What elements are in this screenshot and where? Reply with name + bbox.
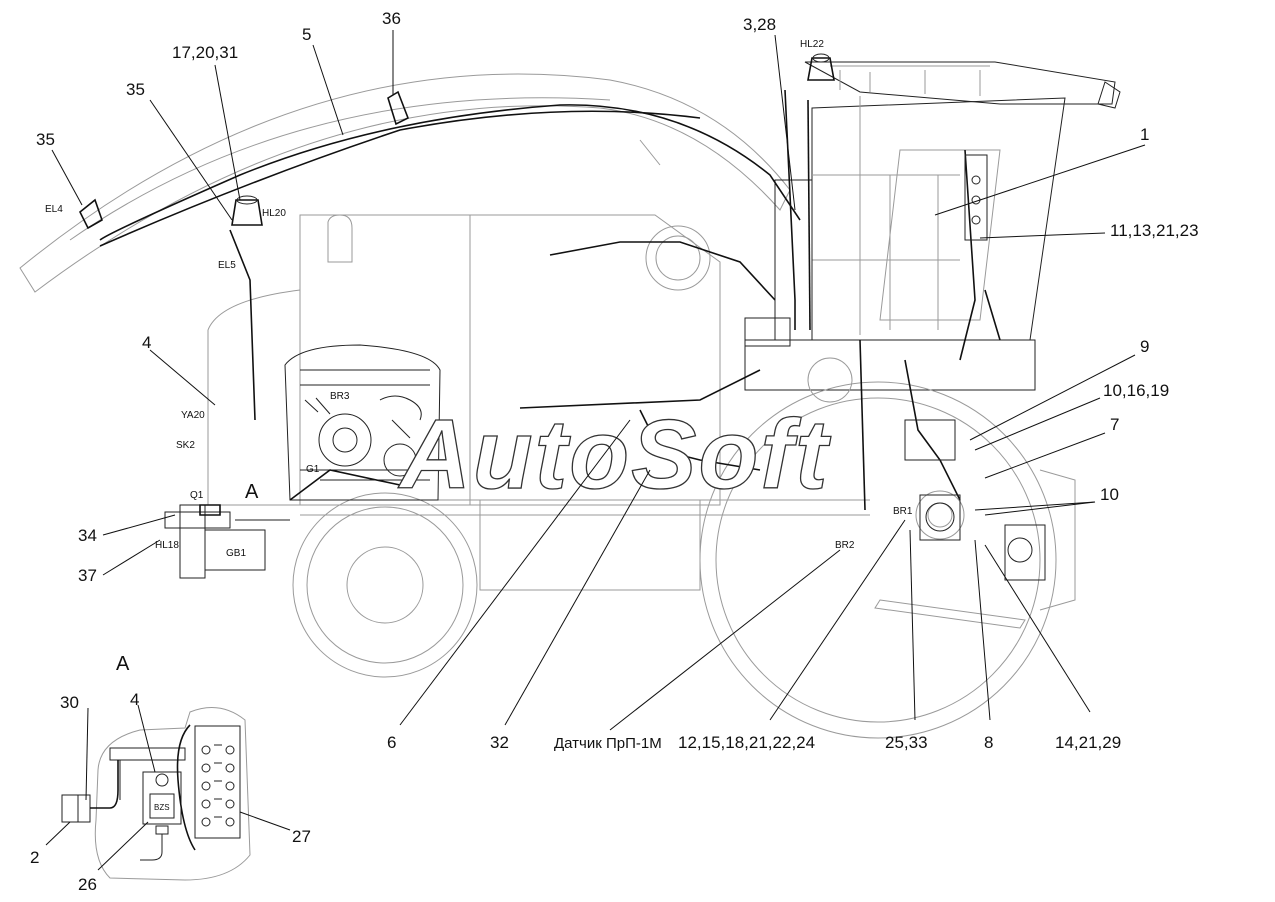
view-a-callout-30: 30 [60, 693, 79, 712]
callout-37: 37 [78, 566, 97, 585]
callout-14-21-29: 14,21,29 [1055, 733, 1121, 752]
tag-br3: BR3 [330, 391, 350, 402]
view-a-detail: A BZS 30 4 2 26 27 [30, 653, 311, 894]
tag-br1: BR1 [893, 506, 913, 517]
tag-br2: BR2 [835, 540, 855, 551]
callouts: 1 11,13,21,23 9 10,16,19 7 10 14,21,29 8… [36, 9, 1199, 752]
callout-35-lower: 35 [36, 130, 55, 149]
tag-el5: EL5 [218, 260, 236, 271]
view-a-callout-27: 27 [292, 827, 311, 846]
callout-12-15-18-21-22-24: 12,15,18,21,22,24 [678, 733, 815, 752]
tag-el4: EL4 [45, 204, 63, 215]
leader-lines [51, 30, 1146, 731]
view-a-callout-2: 2 [30, 848, 39, 867]
view-a-callout-4: 4 [130, 690, 139, 709]
callout-17-20-31: 17,20,31 [172, 43, 238, 62]
callout-4: 4 [142, 333, 151, 352]
callout-10: 10 [1100, 485, 1119, 504]
tag-gb1: GB1 [226, 548, 246, 559]
view-marker-a: A [245, 481, 259, 503]
watermark-text: AutoSoft [397, 399, 831, 509]
callout-8: 8 [984, 733, 993, 752]
callout-11-13-21-23: 11,13,21,23 [1110, 221, 1199, 240]
battery-area [164, 504, 290, 579]
callout-10-16-19: 10,16,19 [1103, 381, 1169, 400]
tag-sk2: SK2 [176, 440, 195, 451]
callout-7: 7 [1110, 415, 1119, 434]
tag-hl20: HL20 [262, 208, 286, 219]
callout-34: 34 [78, 526, 97, 545]
view-a-title: A [116, 653, 130, 675]
callout-36: 36 [382, 9, 401, 28]
front-wheel [292, 492, 478, 678]
callout-25-33: 25,33 [885, 733, 928, 752]
callout-5: 5 [302, 25, 311, 44]
rear-wheel [699, 357, 1057, 739]
callout-1: 1 [1140, 125, 1149, 144]
machine-outline [19, 73, 1076, 629]
tag-q1: Q1 [190, 490, 204, 501]
cab [744, 53, 1121, 391]
tag-g1: G1 [306, 464, 320, 475]
callout-32: 32 [490, 733, 509, 752]
tag-ya20: YA20 [181, 410, 205, 421]
callout-35-upper: 35 [126, 80, 145, 99]
component-tags: HL22 HL20 EL4 EL5 YA20 SK2 BR3 G1 Q1 HL1… [45, 39, 913, 559]
tag-hl22: HL22 [800, 39, 824, 50]
tag-hl18: HL18 [155, 540, 179, 551]
callout-6: 6 [387, 733, 396, 752]
callout-3-28: 3,28 [743, 15, 776, 34]
callout-9: 9 [1140, 337, 1149, 356]
wiring-harness [78, 89, 1046, 581]
engine [284, 344, 441, 501]
callout-sensor-prp-1m: Датчик ПрП-1М [554, 735, 662, 752]
view-a-tag-bzs: BZS [154, 803, 170, 812]
view-a-callout-26: 26 [78, 875, 97, 894]
